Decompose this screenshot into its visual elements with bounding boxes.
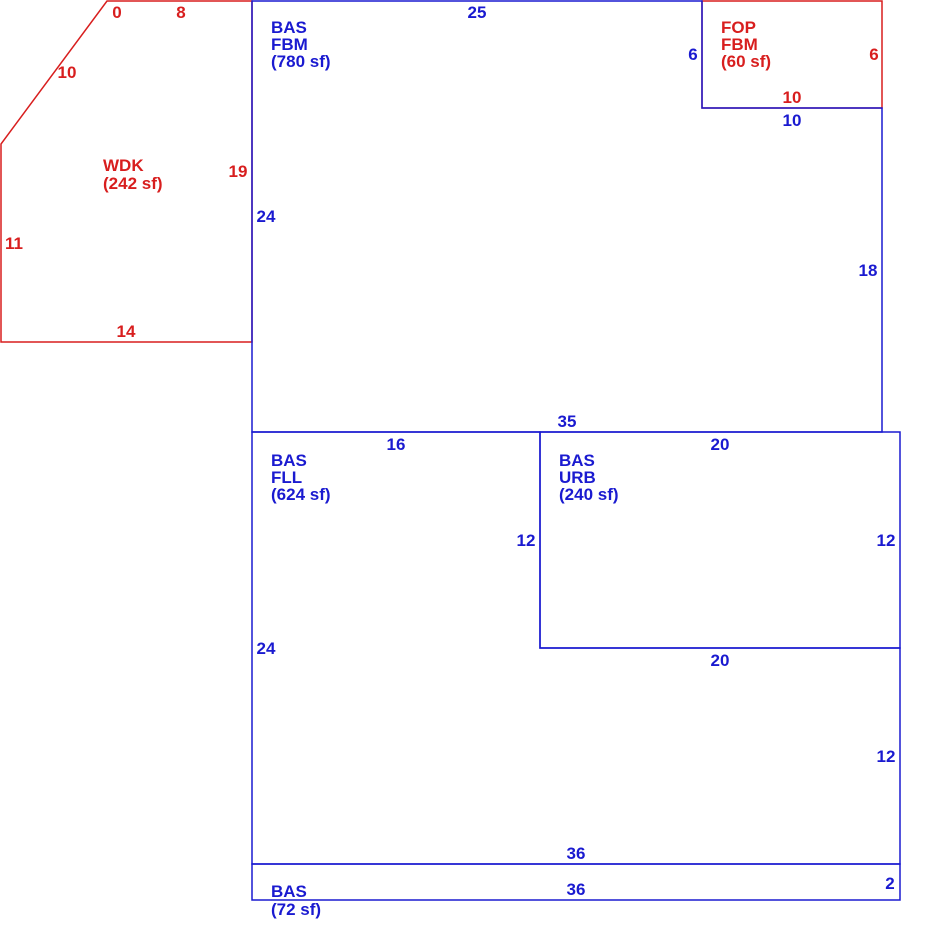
bas-fbm-code: BAS — [271, 18, 307, 37]
bas-strip-outline — [251, 863, 901, 901]
wdk-code: WDK — [103, 156, 144, 175]
bas-fll-area: (624 sf) — [271, 485, 331, 504]
dim-fbm-notch-bottom: 10 — [783, 111, 802, 130]
fop-fbm-label: FOP FBM (60 sf) — [721, 18, 771, 71]
dim-fll-right-lower: 12 — [877, 747, 896, 766]
bas-fbm-sub: FBM — [271, 35, 308, 54]
dim-wdk-diagonal: 10 — [58, 63, 77, 82]
dim-wdk-zero: 0 — [112, 3, 121, 22]
dim-strip-bottom: 36 — [567, 880, 586, 899]
bas-urb-outline — [539, 431, 901, 649]
bas-strip-code: BAS — [271, 882, 307, 901]
dim-fbm-left: 24 — [257, 207, 276, 226]
bas-fll-sub: FLL — [271, 468, 302, 487]
fop-fbm-sub: FBM — [721, 35, 758, 54]
dim-fop-right: 6 — [869, 45, 878, 64]
dim-fll-bottom: 36 — [567, 844, 586, 863]
bas-strip-area: (72 sf) — [271, 900, 321, 919]
dim-fbm-right: 18 — [859, 261, 878, 280]
bas-fll-label: BAS FLL (624 sf) — [271, 451, 331, 504]
dim-wdk-bottom: 14 — [117, 322, 136, 341]
dim-urb-right: 12 — [877, 531, 896, 550]
dim-wdk-right: 19 — [229, 162, 248, 181]
bas-fbm-outline — [251, 0, 883, 433]
fop-fbm-area: (60 sf) — [721, 52, 771, 71]
wdk-area: (242 sf) — [103, 174, 163, 193]
bas-fbm-area: (780 sf) — [271, 52, 331, 71]
dim-fop-bottom: 10 — [783, 88, 802, 107]
bas-urb-label: BAS URB (240 sf) — [559, 451, 619, 504]
wdk-label: WDK (242 sf) — [103, 156, 163, 193]
bas-urb-code: BAS — [559, 451, 595, 470]
bas-fbm-label: BAS FBM (780 sf) — [271, 18, 331, 71]
dim-fll-left: 24 — [257, 639, 276, 658]
dim-fbm-notch-side: 6 — [688, 45, 697, 64]
dim-urb-top: 20 — [711, 435, 730, 454]
bas-urb-sub: URB — [559, 468, 596, 487]
bas-fll-code: BAS — [271, 451, 307, 470]
dim-strip-right: 2 — [885, 874, 894, 893]
dim-wdk-left: 11 — [5, 234, 23, 253]
wdk-outline — [0, 0, 253, 343]
fop-fbm-code: FOP — [721, 18, 756, 37]
dim-wdk-top: 8 — [176, 3, 185, 22]
dim-urb-bottom: 20 — [711, 651, 730, 670]
bas-urb-area: (240 sf) — [559, 485, 619, 504]
dim-fbm-top: 25 — [468, 3, 487, 22]
bas-strip-label: BAS (72 sf) — [271, 882, 321, 919]
dim-fll-top: 16 — [387, 435, 406, 454]
dim-urb-left: 12 — [517, 531, 536, 550]
dim-fbm-bottom: 35 — [558, 412, 577, 431]
